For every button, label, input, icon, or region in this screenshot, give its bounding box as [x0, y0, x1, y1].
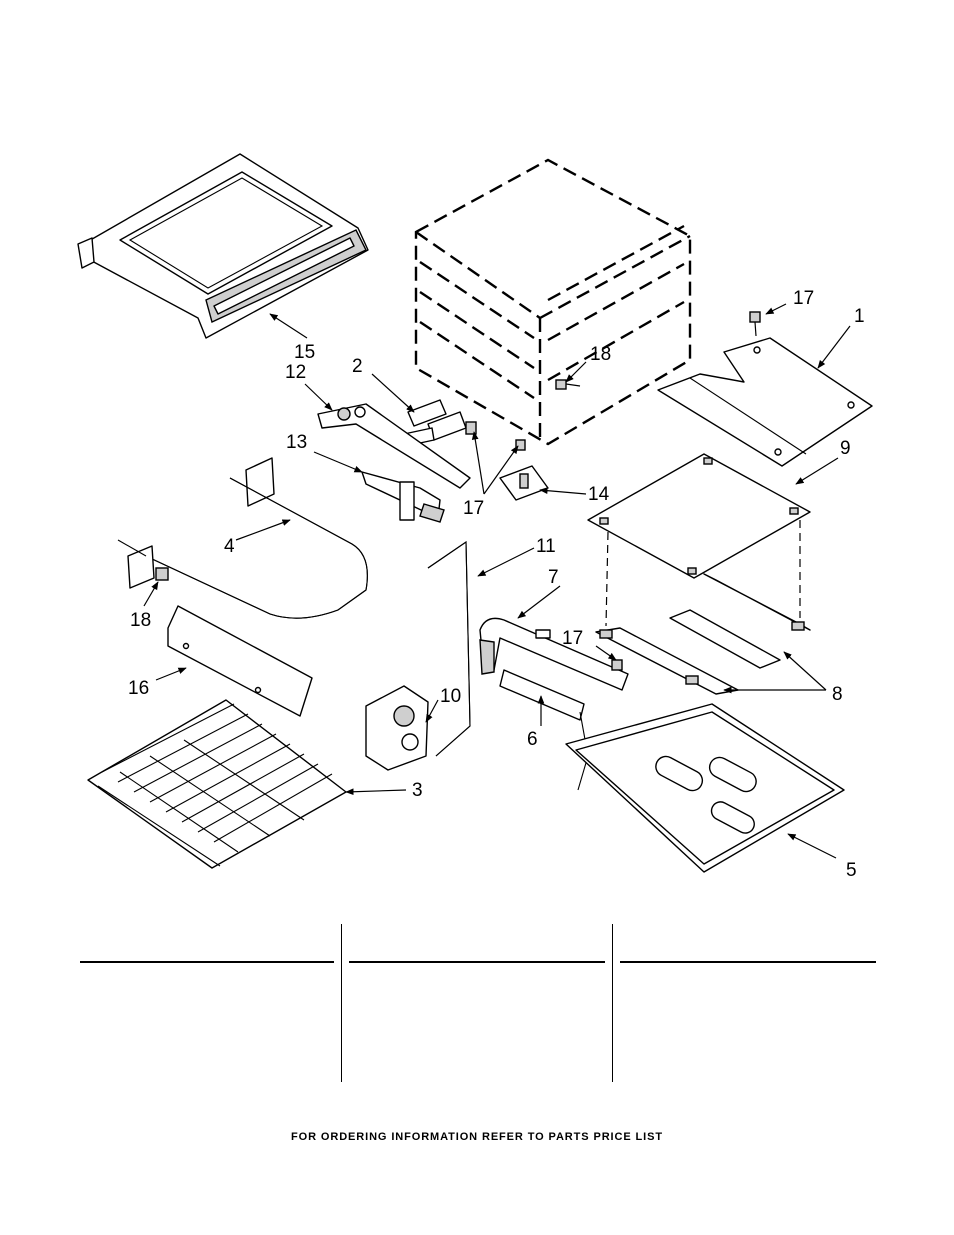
callout-10: 10	[440, 686, 461, 707]
callout-18-left: 18	[130, 610, 151, 631]
leader-lines	[143, 303, 851, 859]
table-rule-col-1	[80, 961, 334, 963]
ordering-information-note: FOR ORDERING INFORMATION REFER TO PARTS …	[291, 1131, 663, 1143]
callout-7: 7	[548, 567, 559, 588]
callout-14: 14	[588, 484, 610, 505]
table-divider-1	[341, 924, 342, 1082]
part-4-element	[117, 457, 368, 619]
callout-17-lower: 17	[562, 628, 583, 649]
callout-16: 16	[128, 678, 149, 699]
callout-12: 12	[285, 362, 306, 383]
part-6-burner-tube	[499, 669, 589, 791]
screw-17-lower	[611, 659, 623, 671]
table-divider-2	[612, 924, 613, 1082]
callout-13: 13	[286, 432, 307, 453]
part-2-valve	[403, 399, 477, 447]
callout-9: 9	[840, 438, 851, 459]
part-14-bracket	[499, 439, 549, 501]
screw-17-top-right	[749, 311, 761, 337]
callout-3: 3	[412, 780, 423, 801]
screw-18-left	[155, 567, 169, 581]
callout-18-cavity: 18	[590, 344, 611, 365]
part-7-burner	[479, 617, 629, 691]
callout-4: 4	[224, 536, 235, 557]
callout-15: 15	[294, 342, 315, 363]
screw-18-cavity	[555, 379, 581, 390]
callout-2: 2	[352, 356, 363, 377]
callout-17-center: 17	[463, 498, 484, 519]
part-8-brackets	[595, 573, 811, 695]
callout-5: 5	[846, 860, 857, 881]
part-3-rack	[87, 699, 347, 869]
callout-6: 6	[527, 729, 538, 750]
part-9-plate	[587, 453, 811, 627]
callout-17-top: 17	[793, 288, 814, 309]
part-10-gas-valve	[365, 685, 429, 771]
part-5-pan	[565, 703, 845, 873]
part-11-gas-tube	[427, 540, 471, 757]
table-rule-col-3	[620, 961, 876, 963]
part-15-broiler-drawer	[77, 153, 369, 339]
callout-1: 1	[854, 306, 865, 327]
oven-cavity-dashed	[414, 158, 692, 446]
part-16-shield	[167, 605, 313, 717]
table-rule-col-2	[349, 961, 605, 963]
callout-8: 8	[832, 684, 843, 705]
part-1-bottom-panel	[657, 337, 873, 467]
part-13-igniter	[361, 471, 445, 523]
callout-11: 11	[536, 536, 556, 557]
part-12-igniter-bracket	[317, 403, 471, 489]
